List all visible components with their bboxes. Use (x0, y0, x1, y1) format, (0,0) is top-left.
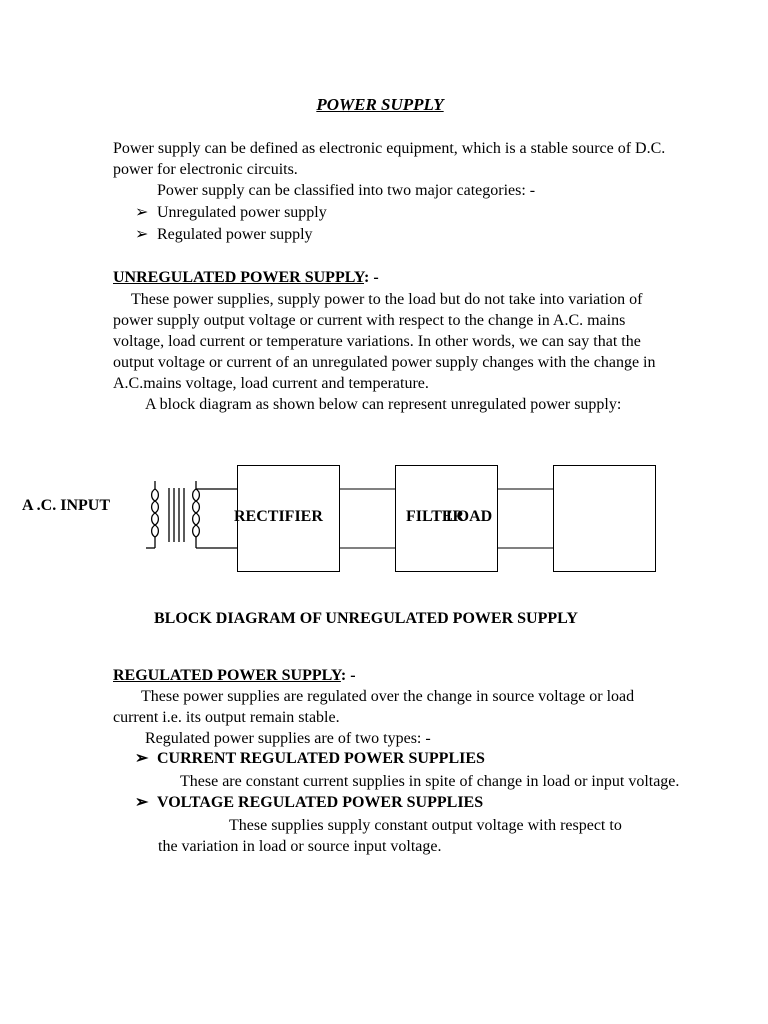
bullet-unregulated: ➢Unregulated power supply (135, 204, 327, 221)
regulated-line-2: current i.e. its output remain stable. (113, 709, 340, 726)
intro-line-3: Power supply can be classified into two … (157, 182, 536, 199)
load-block (553, 465, 656, 572)
unregulated-line-1: These power supplies, supply power to th… (131, 291, 643, 308)
regulated-heading: REGULATED POWER SUPPLY: - (113, 667, 356, 684)
arrow-bullet-icon: ➢ (135, 204, 149, 221)
intro-line-2: power for electronic circuits. (113, 161, 298, 178)
ac-input-label: A .C. INPUT (22, 497, 111, 514)
type-voltage-desc-2: the variation in load or source input vo… (158, 838, 442, 855)
type-voltage-desc-1: These supplies supply constant output vo… (229, 817, 622, 834)
filter-block (395, 465, 498, 572)
page-title: POWER SUPPLY (316, 95, 444, 114)
unregulated-line-6: A block diagram as shown below can repre… (145, 396, 622, 413)
unregulated-line-2: power supply output voltage or current w… (113, 312, 626, 329)
filter-label: FILTER (406, 508, 465, 525)
unregulated-line-5: A.C.mains voltage, load current and temp… (113, 375, 429, 392)
type-current-regulated: ➢CURRENT REGULATED POWER SUPPLIES (135, 750, 485, 767)
unregulated-heading: UNREGULATED POWER SUPPLY: - (113, 269, 379, 286)
diagram-caption: BLOCK DIAGRAM OF UNREGULATED POWER SUPPL… (154, 610, 578, 627)
type-current-desc: These are constant current supplies in s… (180, 773, 680, 790)
intro-line-1: Power supply can be defined as electroni… (113, 140, 666, 157)
bullet-regulated: ➢Regulated power supply (135, 226, 313, 243)
type-voltage-regulated: ➢VOLTAGE REGULATED POWER SUPPLIES (135, 794, 484, 811)
rectifier-block (237, 465, 340, 572)
regulated-line-3: Regulated power supplies are of two type… (145, 730, 431, 747)
arrow-bullet-icon: ➢ (135, 794, 149, 811)
regulated-line-1: These power supplies are regulated over … (141, 688, 635, 705)
transformer-icon (146, 481, 237, 549)
unregulated-line-4: output voltage or current of an unregula… (113, 354, 656, 371)
unregulated-line-3: voltage, load current or temperature var… (113, 333, 641, 350)
arrow-bullet-icon: ➢ (135, 226, 149, 243)
rectifier-label: RECTIFIER (234, 508, 323, 525)
load-label: LOAD (446, 508, 493, 525)
arrow-bullet-icon: ➢ (135, 750, 149, 767)
